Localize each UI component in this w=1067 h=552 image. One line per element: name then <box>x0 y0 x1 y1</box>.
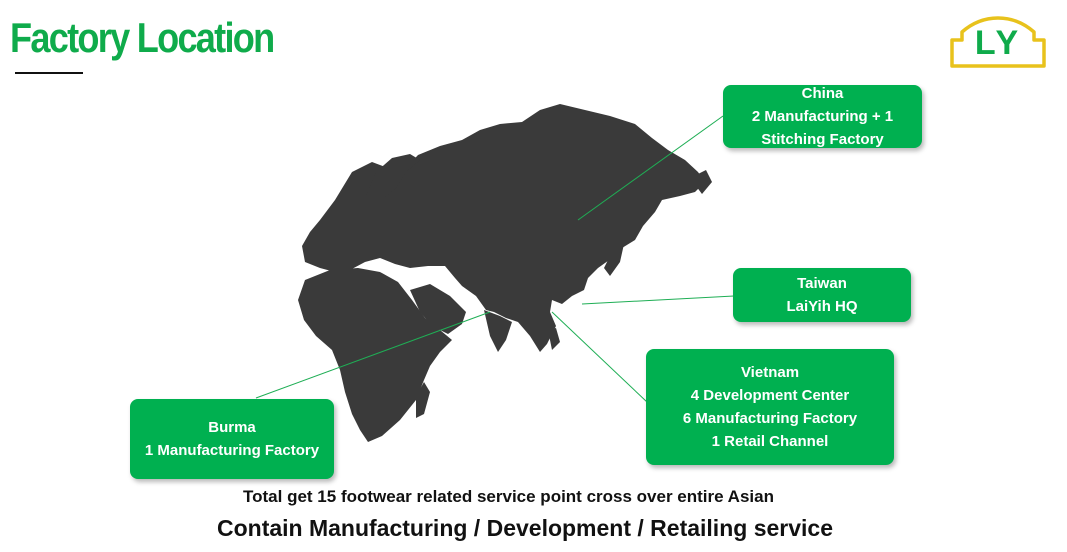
leader-burma <box>255 311 491 399</box>
summary-text: Total get 15 footwear related service po… <box>243 487 774 506</box>
leader-taiwan <box>581 295 735 305</box>
leader-vietnam <box>551 311 648 403</box>
eurasia-landmass <box>302 104 705 352</box>
callout-china: China 2 Manufacturing + 1 Stitching Fact… <box>723 85 922 148</box>
callout-china-line-3: Stitching Factory <box>761 131 884 148</box>
services-text: Contain Manufacturing / Development / Re… <box>216 515 833 541</box>
callout-taiwan-line-1: Taiwan <box>797 275 847 292</box>
logo-frame-icon <box>950 16 1046 68</box>
sea-islands <box>548 328 560 350</box>
logo-text: LY <box>974 24 1022 62</box>
callout-vietnam-line-2: 4 Development Center <box>690 387 850 404</box>
uk-landmass <box>338 186 352 212</box>
callout-vietnam-line-1: Vietnam <box>740 364 800 381</box>
callout-vietnam-line-4: 1 Retail Channel <box>711 433 829 450</box>
scandinavia-landmass <box>366 154 420 202</box>
kamchatka-landmass <box>690 170 712 194</box>
japan-landmass <box>604 236 624 276</box>
arabia-landmass <box>410 284 466 334</box>
africa-landmass <box>298 268 452 442</box>
title-underline <box>15 72 83 74</box>
callout-burma: Burma 1 Manufacturing Factory <box>130 399 334 479</box>
madagascar-landmass <box>416 382 430 418</box>
callout-china-line-2: 2 Manufacturing + 1 <box>751 108 894 125</box>
company-logo: LY <box>948 10 1048 70</box>
callout-burma-line-1: Burma <box>208 419 256 436</box>
callout-burma-line-2: 1 Manufacturing Factory <box>144 442 320 459</box>
page-title: Factory Location <box>10 14 275 61</box>
callout-vietnam: Vietnam 4 Development Center 6 Manufactu… <box>646 349 894 465</box>
callout-china-line-1: China <box>801 85 844 102</box>
callout-vietnam-line-3: 6 Manufacturing Factory <box>682 410 858 427</box>
callout-taiwan-line-2: LaiYih HQ <box>786 298 858 315</box>
india-landmass <box>484 310 512 352</box>
leader-china <box>577 115 724 221</box>
callout-taiwan: Taiwan LaiYih HQ <box>733 268 911 322</box>
